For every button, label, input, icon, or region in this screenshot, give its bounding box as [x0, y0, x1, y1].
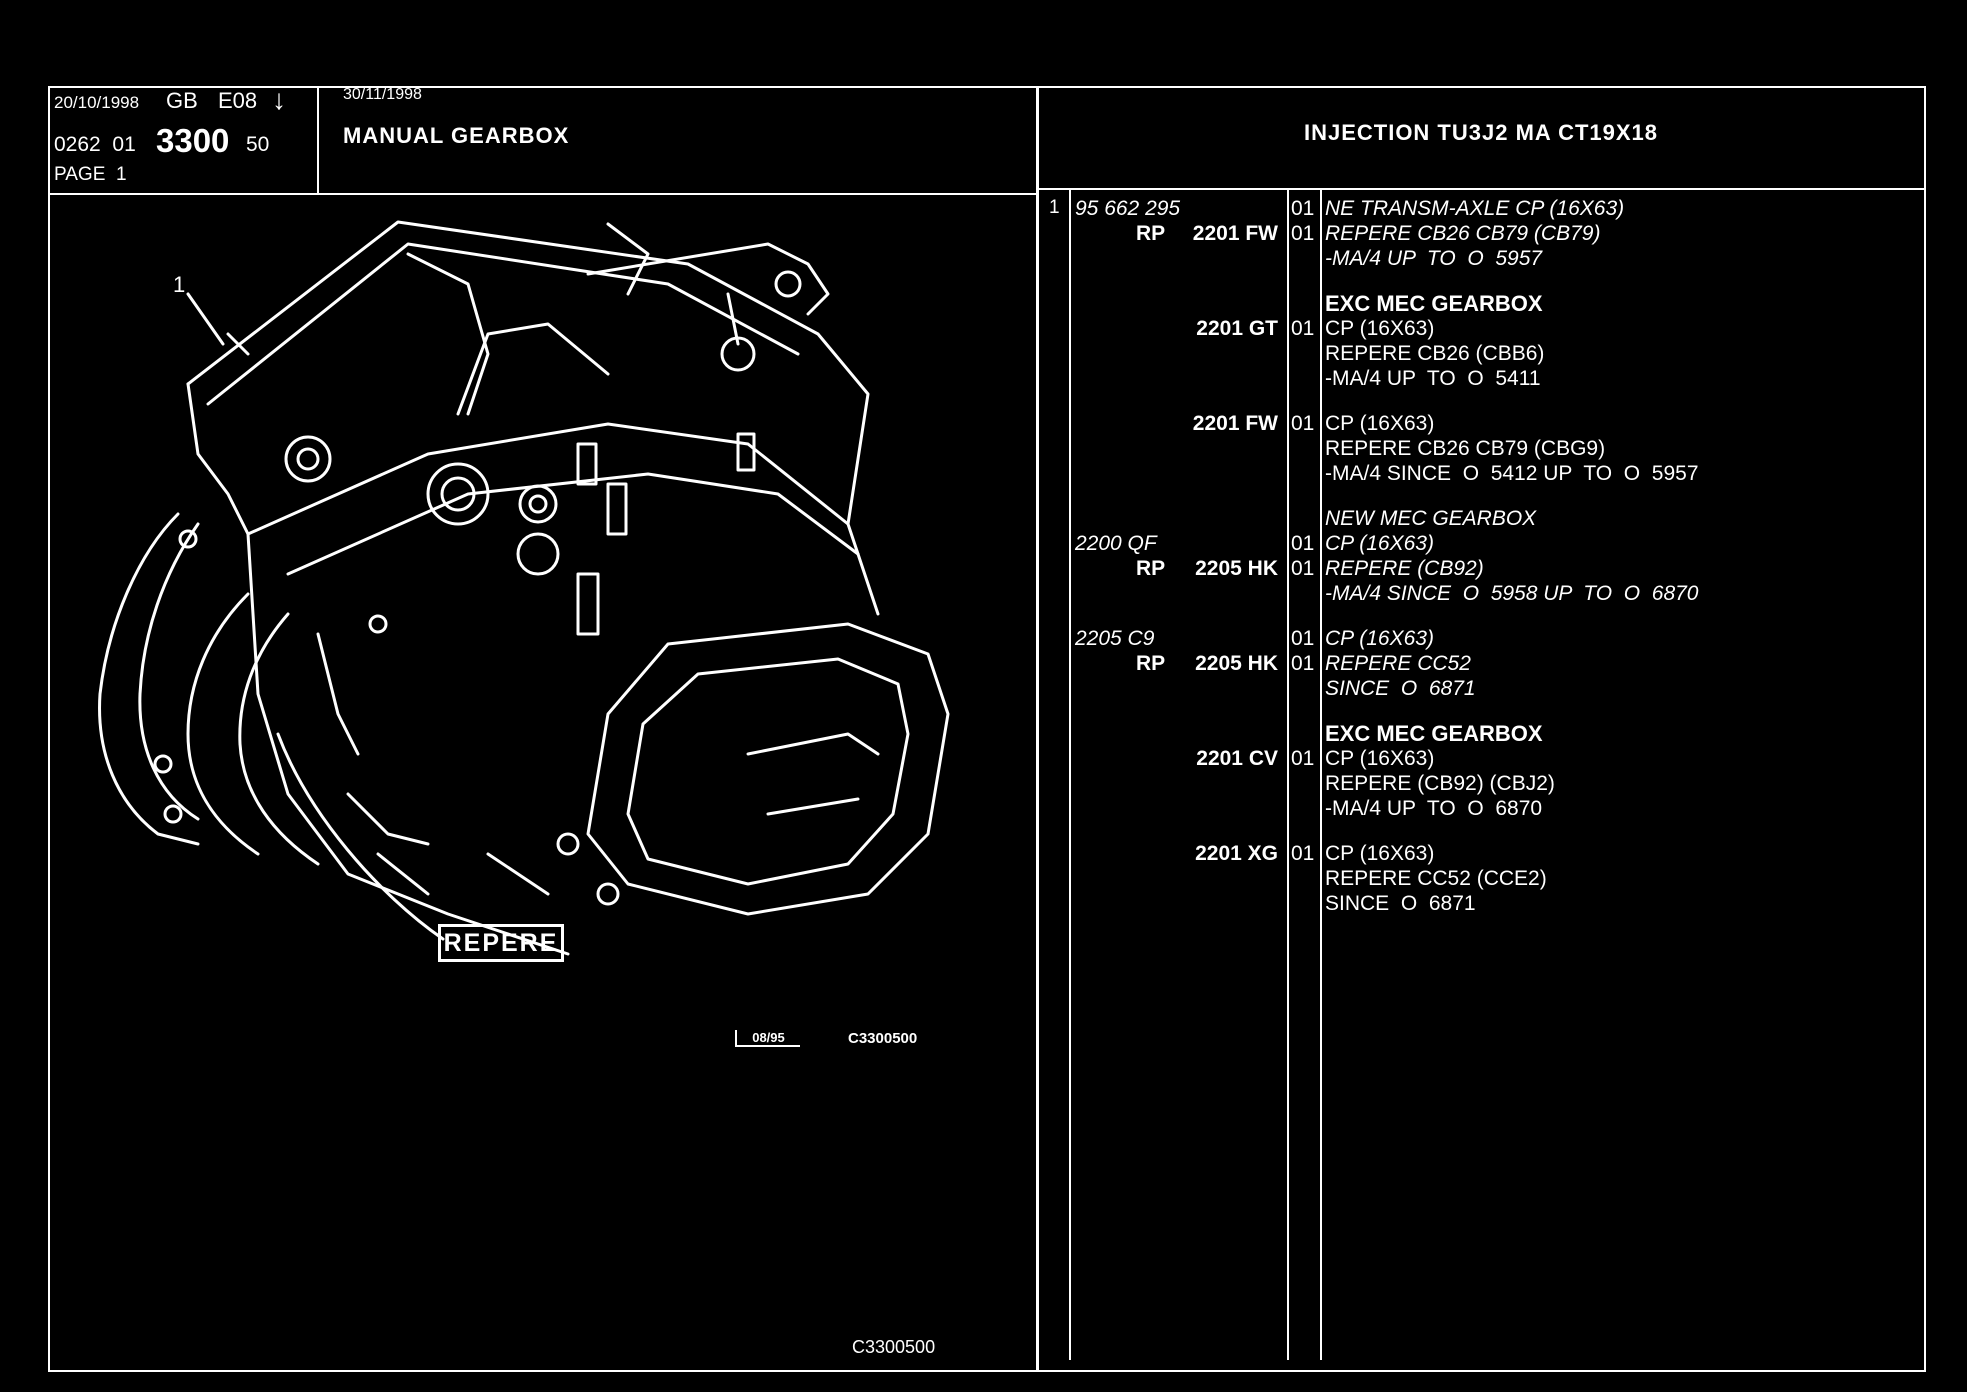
- quantity: 01: [1291, 627, 1315, 650]
- quantity: 01: [1291, 222, 1315, 245]
- stamp-code: C3300500: [848, 1030, 918, 1047]
- update-date: 30/11/1998: [343, 86, 422, 103]
- quantity: 01: [1291, 197, 1315, 220]
- quantity: 01: [1291, 842, 1315, 865]
- ref-prefix: 0262 01: [54, 133, 136, 156]
- col-divider-item: [1069, 190, 1071, 1360]
- part-description-line: CP (16X63): [1325, 627, 1434, 650]
- issue-date: 20/10/1998: [54, 93, 140, 112]
- part-description-line: REPERE CB26 (CBB6): [1325, 342, 1545, 365]
- quantity: 01: [1291, 747, 1315, 770]
- group-heading: EXC MEC GEARBOX: [1325, 291, 1543, 316]
- part-description-line: -MA/4 UP TO O 6870: [1325, 797, 1543, 820]
- ref-main: 3300: [156, 122, 230, 159]
- part-description-line: SINCE O 6871: [1325, 677, 1476, 700]
- quantity: 01: [1291, 412, 1315, 435]
- part-reference: 2201 GT: [1196, 317, 1278, 340]
- vehicle-title: INJECTION TU3J2 MA CT19X18: [1303, 120, 1659, 145]
- part-reference: 2205 HK: [1195, 652, 1278, 675]
- quantity: 01: [1291, 557, 1315, 580]
- repere-label: REPERE: [438, 924, 564, 962]
- part-reference: 95 662 295: [1075, 197, 1181, 220]
- col-divider-qty-right: [1320, 190, 1322, 1360]
- part-description-line: NE TRANSM-AXLE CP (16X63): [1325, 197, 1625, 220]
- part-reference: 2200 QF: [1075, 532, 1157, 555]
- quantity: 01: [1291, 317, 1315, 340]
- quantity: 01: [1291, 532, 1315, 555]
- part-description-line: REPERE CB26 CB79 (CB79): [1325, 222, 1601, 245]
- page-frame: [48, 86, 1926, 1372]
- footer-code: C3300500: [852, 1337, 936, 1357]
- header-vdivider: [317, 86, 319, 194]
- group-heading: NEW MEC GEARBOX: [1325, 507, 1537, 530]
- ref-suffix: 50: [246, 133, 270, 156]
- part-description-line: -MA/4 UP TO O 5957: [1325, 247, 1543, 270]
- page-number: PAGE 1: [54, 164, 127, 185]
- part-description-line: -MA/4 SINCE O 5958 UP TO O 6870: [1325, 582, 1699, 605]
- edition-code: E08: [218, 88, 258, 113]
- item-number: 1: [1049, 197, 1060, 218]
- rp-marker: RP: [1136, 557, 1166, 580]
- callout-number: 1: [173, 272, 186, 297]
- part-description-line: REPERE (CB92) (CBJ2): [1325, 772, 1555, 795]
- part-description-line: CP (16X63): [1325, 317, 1435, 340]
- header-divider-right: [1036, 188, 1926, 190]
- main-vdivider: [1036, 86, 1039, 1372]
- group-heading: EXC MEC GEARBOX: [1325, 721, 1543, 746]
- section-title: MANUAL GEARBOX: [343, 123, 570, 148]
- rp-marker: RP: [1136, 652, 1166, 675]
- part-description-line: CP (16X63): [1325, 747, 1435, 770]
- part-description-line: CP (16X63): [1325, 842, 1435, 865]
- part-description-line: REPERE CB26 CB79 (CBG9): [1325, 437, 1606, 460]
- part-reference: 2205 HK: [1195, 557, 1278, 580]
- part-description-line: CP (16X63): [1325, 532, 1434, 555]
- part-description-line: REPERE CC52 (CCE2): [1325, 867, 1547, 890]
- part-reference: 2201 XG: [1195, 842, 1278, 865]
- part-description-line: REPERE (CB92): [1325, 557, 1484, 580]
- part-reference: 2201 FW: [1192, 412, 1278, 435]
- part-description-line: REPERE CC52: [1325, 652, 1471, 675]
- rp-marker: RP: [1136, 222, 1166, 245]
- part-description-line: -MA/4 SINCE O 5412 UP TO O 5957: [1325, 462, 1699, 485]
- part-description-line: CP (16X63): [1325, 412, 1435, 435]
- part-reference: 2205 C9: [1075, 627, 1155, 650]
- col-divider-qty-left: [1287, 190, 1289, 1360]
- quantity: 01: [1291, 652, 1315, 675]
- down-arrow-icon: ↓: [272, 84, 286, 115]
- part-description-line: -MA/4 UP TO O 5411: [1325, 367, 1541, 390]
- stamp-date: 08/95: [735, 1030, 800, 1047]
- language-code: GB: [166, 88, 198, 113]
- gearbox-illustration: [98, 220, 950, 956]
- part-reference: 2201 CV: [1196, 747, 1278, 770]
- part-description-line: SINCE O 6871: [1325, 892, 1476, 915]
- header-divider-left: [48, 193, 1036, 195]
- part-reference: 2201 FW: [1192, 222, 1278, 245]
